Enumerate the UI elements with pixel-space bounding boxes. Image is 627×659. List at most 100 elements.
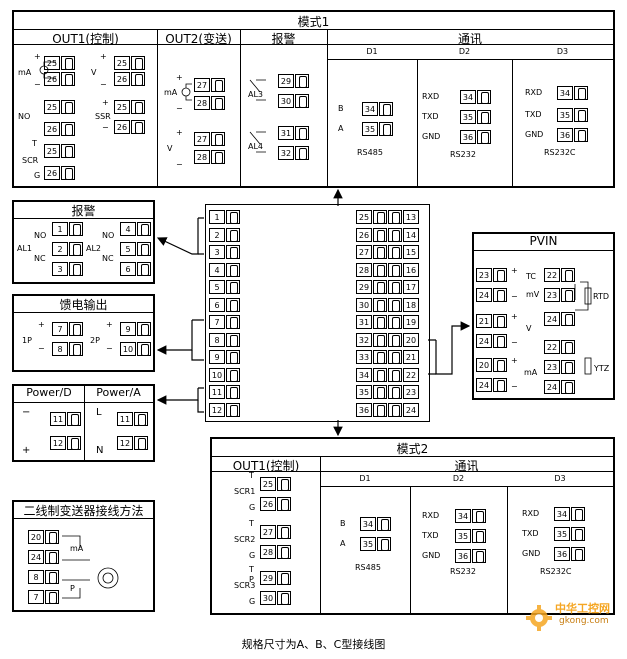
- m1-d3-rxd: RXD: [525, 88, 543, 97]
- m1-term-27a: 27: [194, 78, 225, 92]
- m1-out2-plus2: +: [176, 128, 183, 137]
- mode1-comm-header: 通讯: [457, 32, 482, 46]
- m1-term-25d: 25: [114, 100, 145, 114]
- alarm-term-3: 3: [52, 262, 83, 276]
- m2-rs232c: RS232C: [540, 567, 572, 576]
- m1-b: B: [338, 104, 344, 113]
- power-d-term-11: 11: [50, 412, 81, 426]
- m1-term-36-d3: 36: [557, 128, 588, 142]
- feed-term-7: 7: [52, 322, 83, 336]
- feed-1p: 1P: [22, 336, 32, 345]
- pvin-plus-3: +: [511, 356, 518, 365]
- power-n: N: [96, 445, 104, 456]
- mode2-panel: 模式2 OUT1(控制) 通讯 D1 D2 D3 25 26 27 28 29 …: [210, 437, 615, 615]
- figure-caption: 规格尺寸为A、B、C型接线图: [241, 638, 386, 651]
- m1-term-28a: 28: [194, 96, 225, 110]
- mode1-d3: D3: [556, 47, 569, 56]
- m1-minus-2: −: [100, 80, 107, 89]
- m1-term-26c: 26: [44, 122, 75, 136]
- pvin-plus-2: +: [511, 312, 518, 321]
- feed-title: 馈电输出: [59, 298, 108, 312]
- mode1-panel: 模式1 OUT1(控制) OUT2(变送) 报警 通讯 D1 D2 D3 25 …: [12, 10, 615, 188]
- alarm-term-2: 2: [52, 242, 83, 256]
- center-terminal: 6: [209, 297, 240, 312]
- m2-term-34-d1: 34: [360, 517, 391, 531]
- m1-term-35-d2: 35: [460, 110, 491, 124]
- m1-term-32: 32: [278, 146, 309, 160]
- m1-d2-gnd: GND: [422, 132, 441, 141]
- m1-ssr-label: SSR: [95, 112, 111, 121]
- m2-term-30: 30: [260, 591, 291, 605]
- alarm-term-6: 6: [120, 262, 151, 276]
- pvin-term-23c: 23: [544, 360, 575, 374]
- m1-ma-label: mA: [18, 68, 32, 77]
- alarm-term-1: 1: [52, 222, 83, 236]
- m1-rs232: RS232: [450, 150, 476, 159]
- m1-term-28b: 28: [194, 150, 225, 164]
- pvin-term-24d: 24: [544, 312, 575, 326]
- pvin-v: V: [526, 324, 532, 333]
- m1-v-label: V: [91, 68, 97, 77]
- mode2-out1-header: OUT1(控制): [232, 459, 300, 473]
- m2-g-2: G: [249, 551, 256, 560]
- m2-d3-rxd: RXD: [522, 509, 540, 518]
- feed-plus-2: +: [106, 320, 113, 329]
- power-plus: +: [22, 445, 31, 456]
- m2-scr3: SCR3: [234, 581, 256, 590]
- m2-d3-txd: TXD: [522, 529, 539, 538]
- m2-a: A: [340, 539, 346, 548]
- pvin-minus-2: −: [511, 338, 518, 347]
- pvin-term-20a: 20: [476, 358, 507, 372]
- m1-term-35-d1: 35: [362, 122, 393, 136]
- m1-term-25a: 25: [44, 56, 75, 70]
- power-a-term-12: 12: [117, 436, 148, 450]
- m2-d2-txd: TXD: [422, 531, 439, 540]
- m1-term-27b: 27: [194, 132, 225, 146]
- m1-term-26a: 26: [44, 72, 75, 86]
- two-wire-title: 二线制变送器接线方法: [23, 504, 144, 518]
- m2-term-36-d2: 36: [455, 549, 486, 563]
- mode2-d2: D2: [452, 474, 465, 483]
- center-terminal: 7: [209, 315, 240, 329]
- m1-out2-minus1: −: [176, 104, 183, 113]
- mode1-d1: D1: [366, 47, 378, 56]
- m2-t-1: T: [249, 471, 254, 480]
- m2-d2-rxd: RXD: [422, 511, 440, 520]
- power-a-term-11: 11: [117, 412, 148, 426]
- m1-plus-1: +: [34, 52, 41, 61]
- alarm-term-4: 4: [120, 222, 151, 236]
- m2-scr2: SCR2: [234, 535, 256, 544]
- m1-term-30: 30: [278, 94, 309, 108]
- mode1-out1-header: OUT1(控制): [52, 32, 119, 46]
- feed-plus-1: +: [38, 320, 45, 329]
- alarm-no-1: NO: [34, 231, 47, 240]
- m1-out2-ma: mA: [164, 88, 178, 97]
- alarm-title: 报警: [71, 204, 96, 218]
- logo-url: gkong.com: [559, 616, 609, 626]
- m1-term-25c: 25: [44, 100, 75, 114]
- pvin-mv: mV: [526, 290, 540, 299]
- m1-plus-3: +: [102, 98, 109, 107]
- m2-b: B: [340, 519, 346, 528]
- m1-d2-rxd: RXD: [422, 92, 440, 101]
- power-d-title: Power/D: [26, 386, 72, 399]
- m1-term-26d: 26: [114, 120, 145, 134]
- m2-term-27: 27: [260, 525, 291, 539]
- center-terminal: 12: [209, 402, 240, 417]
- m2-t-3: T: [249, 565, 254, 574]
- m1-a: A: [338, 124, 344, 133]
- pvin-term-24b: 24: [476, 334, 507, 348]
- pvin-tc: TC: [526, 272, 537, 281]
- m1-term-25e: 25: [44, 144, 75, 158]
- m1-scr-label: SCR: [22, 156, 39, 165]
- pvin-minus-1: −: [511, 292, 518, 301]
